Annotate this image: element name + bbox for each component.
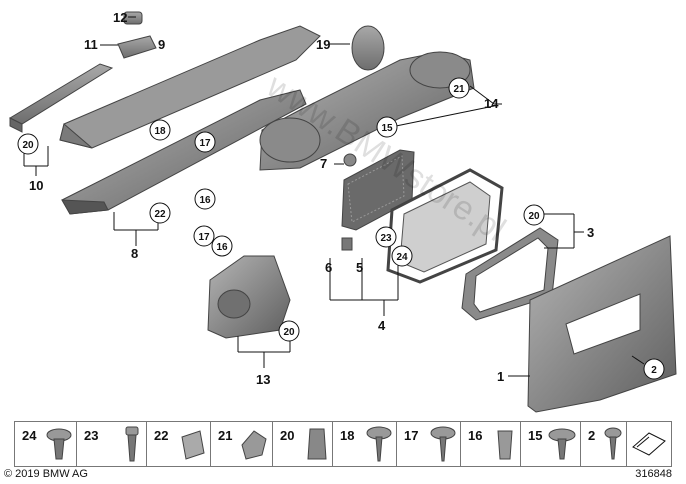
label-13: 13 (256, 372, 270, 387)
copyright: © 2019 BMW AG (4, 468, 88, 480)
label-1: 1 (497, 369, 504, 384)
expansion-nut-icon (497, 430, 513, 460)
tray-cell-23: 23 (77, 422, 147, 466)
tray-number: 17 (404, 428, 419, 443)
part-13-panel (207, 255, 291, 339)
nut-clip-icon (181, 430, 205, 460)
spring-clip-icon (307, 428, 327, 460)
circle-label-23: 23 (380, 233, 392, 244)
part-11-holder (117, 35, 157, 59)
tray-cell-17: 17 (397, 422, 461, 466)
tray-cell-24: 24 (15, 422, 77, 466)
label-11: 11 (84, 37, 98, 52)
circle-label-24: 24 (396, 252, 408, 263)
circle-label-17-a: 17 (199, 138, 211, 149)
tray-number: 2 (588, 428, 596, 443)
label-19: 19 (316, 37, 330, 52)
tray-number: 18 (340, 428, 355, 443)
part-14-cover (259, 51, 475, 171)
tray-number: 20 (280, 428, 295, 443)
tray-cell-15: 15 (521, 422, 581, 466)
label-3: 3 (587, 225, 594, 240)
tray-cell-16: 16 (461, 422, 521, 466)
circle-label-20-a: 20 (22, 140, 34, 151)
tray-cell-2: 2 (581, 422, 627, 466)
circle-label-20-c: 20 (283, 327, 295, 338)
push-clip-icon (604, 427, 622, 460)
circle-label-15: 15 (381, 123, 393, 134)
tray-number: 23 (84, 428, 99, 443)
bracket-clip-icon (241, 430, 267, 460)
label-8: 8 (131, 246, 138, 261)
plug-icon (125, 426, 139, 462)
tray-number: 22 (154, 428, 169, 443)
circle-label-17-b: 17 (198, 232, 210, 243)
label-14: 14 (484, 96, 499, 111)
arrow-icon (632, 432, 666, 456)
tray-number: 24 (22, 428, 37, 443)
tray-number: 21 (218, 428, 233, 443)
circle-label-2: 2 (651, 365, 657, 376)
label-4: 4 (378, 318, 386, 333)
label-5: 5 (356, 260, 363, 275)
tray-cell-21: 21 (211, 422, 273, 466)
part-12-clip (123, 11, 143, 25)
circle-label-18: 18 (154, 126, 166, 137)
part-9-panel (59, 25, 321, 149)
diagram-number: 316848 (635, 468, 672, 480)
label-6: 6 (325, 260, 332, 275)
tray-cell-20: 20 (273, 422, 333, 466)
tray-number: 15 (528, 428, 543, 443)
rivet-icon (548, 428, 576, 460)
circled-labels: 20 18 17 16 22 21 15 23 24 20 17 16 20 2 (17, 77, 665, 380)
part-4-frame (386, 168, 504, 284)
part-10-rail (8, 63, 114, 133)
part-6-tab (341, 237, 353, 251)
tray-cell-22: 22 (147, 422, 211, 466)
part-7-clip (343, 153, 357, 167)
tray-cell-arrow (627, 422, 671, 466)
circle-label-16-b: 16 (216, 242, 228, 253)
label-7: 7 (320, 156, 327, 171)
label-9: 9 (158, 37, 165, 52)
label-10: 10 (29, 178, 43, 193)
screw-icon (430, 426, 456, 462)
clip-icon (46, 428, 72, 460)
circle-label-20-b: 20 (528, 211, 540, 222)
tray-number: 16 (468, 428, 483, 443)
tray-cell-18: 18 (333, 422, 397, 466)
part-8-trim (61, 89, 307, 215)
part-19-disc (351, 25, 385, 71)
parts-tray: 24 23 22 21 20 18 17 16 15 2 (14, 421, 672, 467)
part-1-panel (527, 235, 677, 413)
circle-label-16-a: 16 (199, 195, 211, 206)
circle-label-21: 21 (453, 84, 465, 95)
label-12: 12 (113, 10, 127, 25)
circle-label-22: 22 (154, 209, 166, 220)
screw-icon (366, 426, 392, 462)
